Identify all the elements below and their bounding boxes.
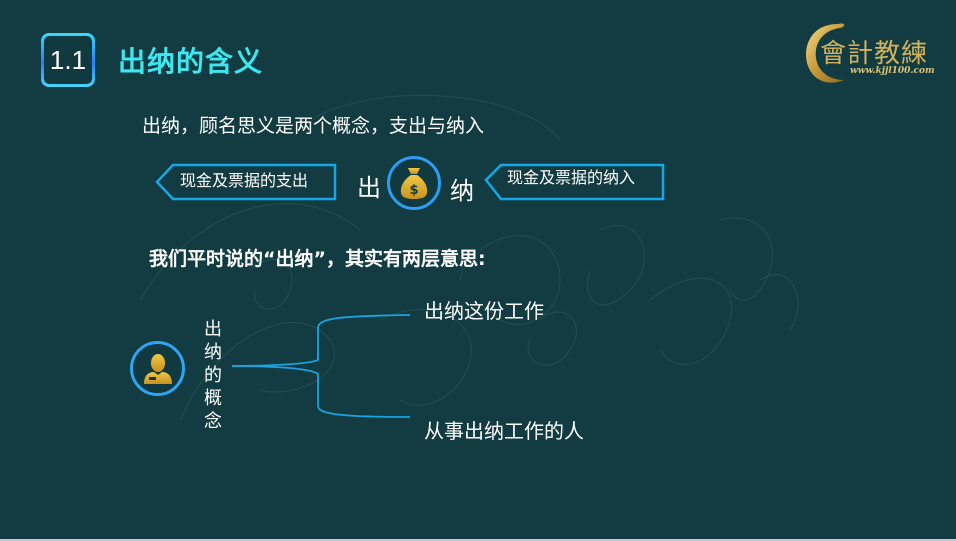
brand-logo-name: 會計教練	[820, 39, 929, 69]
money-bag-icon: $	[400, 168, 428, 199]
concept-char: 纳	[204, 342, 222, 362]
out-char: 出	[357, 176, 381, 202]
concept-char: 出	[204, 319, 222, 339]
concept-char: 概	[204, 388, 222, 408]
inflow-tag: 现金及票据的纳入	[484, 163, 665, 201]
section-number: 1.1	[49, 44, 87, 75]
arrow-tag-left-shape	[155, 163, 337, 201]
outflow-tag-label: 现金及票据的支出	[180, 173, 309, 190]
subtitle: 我们平时说的“出纳”，其实有两层意思:	[149, 248, 486, 270]
svg-text:$: $	[409, 183, 418, 198]
money-bag-badge: $	[387, 156, 441, 210]
branch-job: 出纳这份工作	[424, 301, 544, 323]
brand-logo-swoosh-icon	[806, 23, 845, 83]
section-number-badge: 1.1	[41, 33, 95, 87]
intro-text: 出纳，顾名思义是两个概念，支出与纳入	[142, 116, 485, 137]
concept-char: 的	[204, 365, 222, 385]
person-icon	[143, 353, 172, 384]
in-char: 纳	[450, 179, 474, 205]
brace-connector	[231, 314, 410, 418]
arrow-tag-right-shape	[484, 163, 665, 201]
concept-vertical-label: 出 纳 的 概 念	[203, 318, 223, 433]
concept-char: 念	[204, 411, 222, 431]
inflow-tag-label: 现金及票据的纳入	[507, 170, 636, 187]
person-badge	[130, 341, 185, 396]
brand-logo-url: www.kjjl100.com	[850, 66, 935, 76]
slide-title: 出纳的含义	[118, 45, 264, 78]
outflow-tag: 现金及票据的支出	[155, 163, 337, 201]
branch-person: 从事出纳工作的人	[424, 421, 584, 443]
